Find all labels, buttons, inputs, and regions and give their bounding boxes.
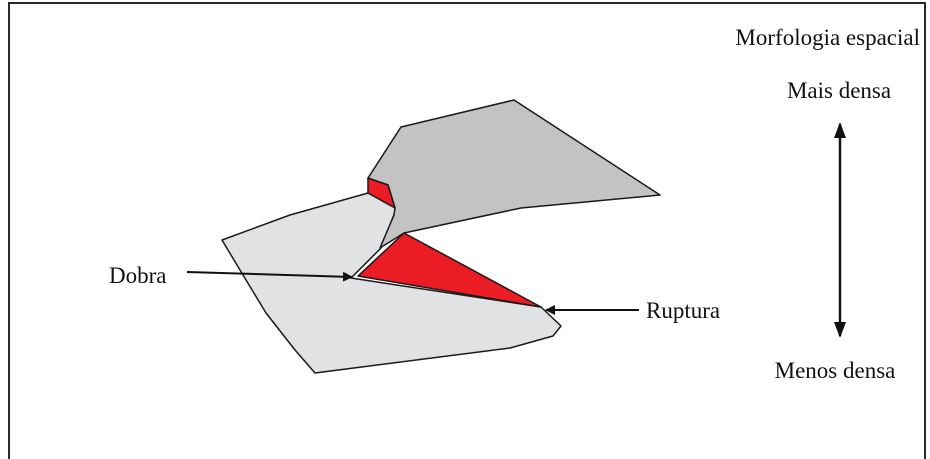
rupture-face xyxy=(357,232,542,308)
density-arrow-down-icon xyxy=(834,322,846,338)
figure-frame xyxy=(8,2,926,459)
fold-label: Dobra xyxy=(109,263,166,288)
rupture-label: Ruptura xyxy=(646,298,720,323)
density-arrow-up-icon xyxy=(834,122,846,138)
fold-arrow xyxy=(186,271,353,282)
diagram-title: Morfologia espacial xyxy=(735,25,920,50)
upper-surface xyxy=(367,99,661,249)
fold-face xyxy=(367,177,396,209)
density-bottom-label: Menos densa xyxy=(775,358,896,383)
density-top-label: Mais densa xyxy=(787,78,891,103)
